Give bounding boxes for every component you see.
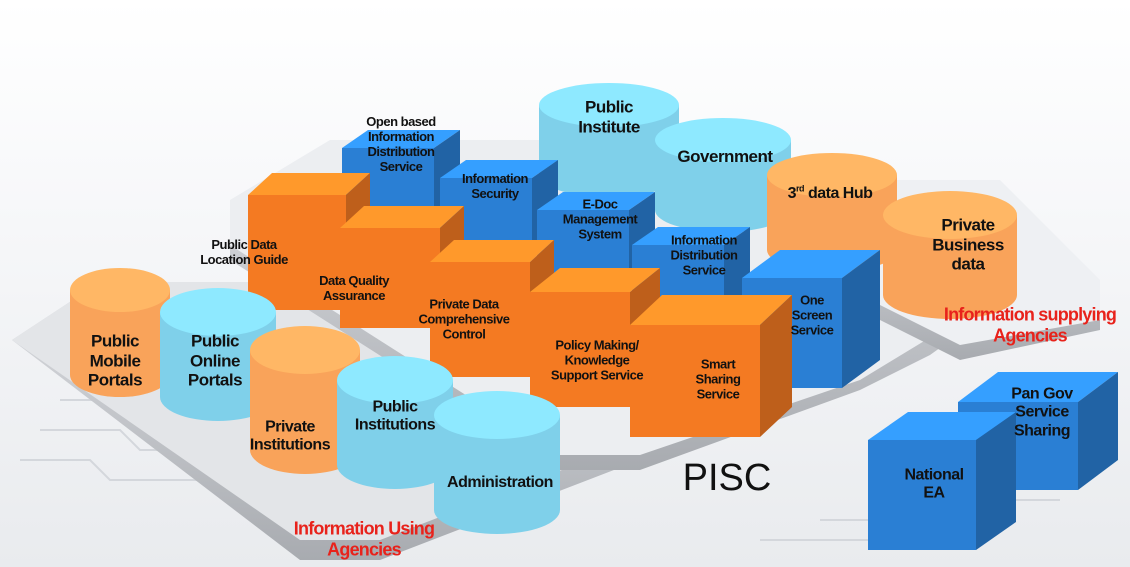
- cyl-data-hub-top: [767, 153, 897, 197]
- cyl-public-institute-body: [539, 105, 679, 197]
- cyl-private-institutions-body: [250, 350, 360, 474]
- cyl-public-online-portals-top: [160, 288, 276, 336]
- cube-open-based-top: [342, 130, 460, 148]
- cyl-public-institutions-top: [337, 356, 453, 404]
- supplier-data-hub-label: 3rd data Hub: [787, 183, 873, 202]
- cube-national-ea-front: [868, 440, 976, 550]
- cube-smart-sharing-front: [630, 325, 760, 437]
- cube-pan-gov-side: [1078, 372, 1118, 490]
- cube-one-screen-top: [742, 250, 880, 278]
- cyl-public-online-portals-body: [160, 312, 276, 421]
- cyl-data-hub-body: [767, 175, 897, 272]
- cube-national-ea-side: [976, 412, 1016, 550]
- cyl-public-mobile-portals-body: [70, 290, 170, 397]
- shapes: [70, 83, 1118, 550]
- cyl-government-top: [655, 118, 791, 162]
- cube-one-screen-side: [842, 250, 880, 388]
- cube-private-data-control-top: [430, 240, 554, 262]
- cyl-private-institutions-top: [250, 326, 360, 374]
- cube-policy-making-front: [530, 292, 630, 407]
- cube-private-data-control-front: [430, 262, 530, 377]
- cube-smart-sharing-top: [630, 295, 792, 325]
- cube-edoc-top: [537, 192, 655, 210]
- cube-data-quality-top: [340, 206, 464, 228]
- pisc-title: PISC: [682, 457, 772, 500]
- cyl-administration-body: [434, 415, 560, 534]
- cyl-private-business-top: [883, 191, 1017, 239]
- cyl-public-institutions-body: [337, 380, 453, 489]
- cube-public-data-location-top: [248, 173, 370, 195]
- cube-public-data-location-front: [248, 195, 346, 310]
- cube-smart-sharing-side: [760, 295, 792, 437]
- cyl-administration-top: [434, 391, 560, 439]
- cyl-public-mobile-portals-top: [70, 268, 170, 312]
- cyl-government-body: [655, 140, 791, 232]
- cube-national-ea-top: [868, 412, 1016, 440]
- user-administration-label: Administration: [447, 473, 553, 491]
- cube-information-security-top: [440, 160, 558, 178]
- cyl-public-institute-top: [539, 83, 679, 127]
- cube-information-distribution-top: [632, 227, 750, 245]
- cube-data-quality-front: [340, 228, 440, 328]
- supplier-government-label: Government: [677, 147, 773, 167]
- cyl-private-business-body: [883, 215, 1017, 319]
- cube-pan-gov-top: [958, 372, 1118, 402]
- cube-policy-making-top: [530, 268, 660, 292]
